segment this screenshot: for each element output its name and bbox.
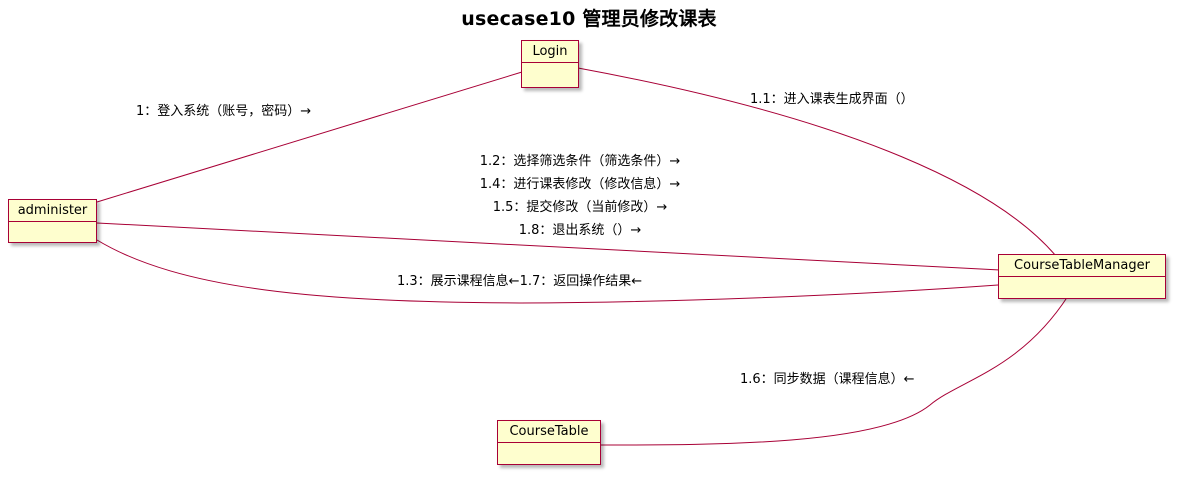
label-login-coursetablemanager: 1.1：进入课表生成界面（） xyxy=(750,88,914,111)
object-coursetable-name: CourseTable xyxy=(498,421,600,443)
object-coursetable[interactable]: CourseTable xyxy=(497,420,601,465)
message-1-5: 1.5：提交修改（当前修改）→ xyxy=(492,200,668,215)
label-coursetablemanager-administer: 1.3：展示课程信息←1.7：返回操作结果← xyxy=(397,270,642,293)
link-coursetablemanager-administer-bottom xyxy=(96,239,999,304)
message-1-6: 1.6：同步数据（课程信息）← xyxy=(740,372,915,387)
link-coursetablemanager-coursetable xyxy=(599,295,1069,446)
message-1-2: 1.2：选择筛选条件（筛选条件）→ xyxy=(479,154,681,169)
object-administer[interactable]: administer xyxy=(8,199,97,243)
message-1-8: 1.8：退出系统（）→ xyxy=(518,223,642,238)
object-coursetablemanager[interactable]: CourseTableManager xyxy=(998,254,1166,299)
message-1-1: 1.1：进入课表生成界面（） xyxy=(750,92,914,107)
message-1-4: 1.4：进行课表修改（修改信息）→ xyxy=(479,177,681,192)
link-administer-login xyxy=(96,71,523,203)
link-administer-coursetablemanager-top xyxy=(96,222,1001,271)
object-coursetablemanager-name: CourseTableManager xyxy=(999,255,1165,277)
label-administer-login: 1：登入系统（账号，密码）→ xyxy=(136,100,311,123)
object-login[interactable]: Login xyxy=(521,40,579,88)
object-administer-name: administer xyxy=(9,200,96,222)
message-1-3-1-7: 1.3：展示课程信息←1.7：返回操作结果← xyxy=(397,274,643,289)
label-administer-coursetablemanager: 1.2：选择筛选条件（筛选条件）→ 1.4：进行课表修改（修改信息）→ 1.5：… xyxy=(380,150,780,242)
object-login-name: Login xyxy=(522,41,578,63)
message-1: 1：登入系统（账号，密码）→ xyxy=(136,104,312,119)
diagram-title: usecase10 管理员修改课表 xyxy=(461,8,717,30)
label-coursetablemanager-coursetable: 1.6：同步数据（课程信息）← xyxy=(740,368,915,391)
link-login-coursetablemanager xyxy=(577,67,1057,257)
